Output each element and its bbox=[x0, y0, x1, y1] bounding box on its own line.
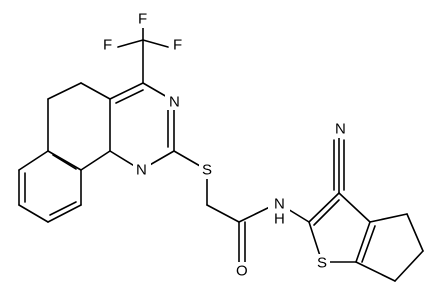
pyrimidine-ring bbox=[109, 82, 175, 171]
carbonyl-oxygen-atom: O bbox=[236, 263, 248, 280]
nitrile-group bbox=[333, 135, 345, 194]
fluorine-atom-left: F bbox=[103, 37, 112, 54]
thiophene-sulfur-atom: S bbox=[317, 255, 327, 272]
amide-hydrogen-atom: H bbox=[274, 211, 285, 228]
pyrimidine-nitrogen-upper: N bbox=[169, 94, 180, 111]
amide-nitrogen-atom: N bbox=[274, 196, 285, 213]
fluorine-atom-top: F bbox=[138, 11, 147, 28]
benzene-ring bbox=[18, 150, 82, 223]
trifluoromethyl-group bbox=[117, 18, 169, 84]
nitrile-nitrogen-atom: N bbox=[335, 121, 346, 138]
pyrimidine-nitrogen-lower: N bbox=[136, 162, 147, 179]
thioether-sulfur-atom: S bbox=[202, 162, 212, 179]
fluorine-atom-right: F bbox=[173, 37, 182, 54]
dihydro-bridge bbox=[47, 82, 111, 171]
